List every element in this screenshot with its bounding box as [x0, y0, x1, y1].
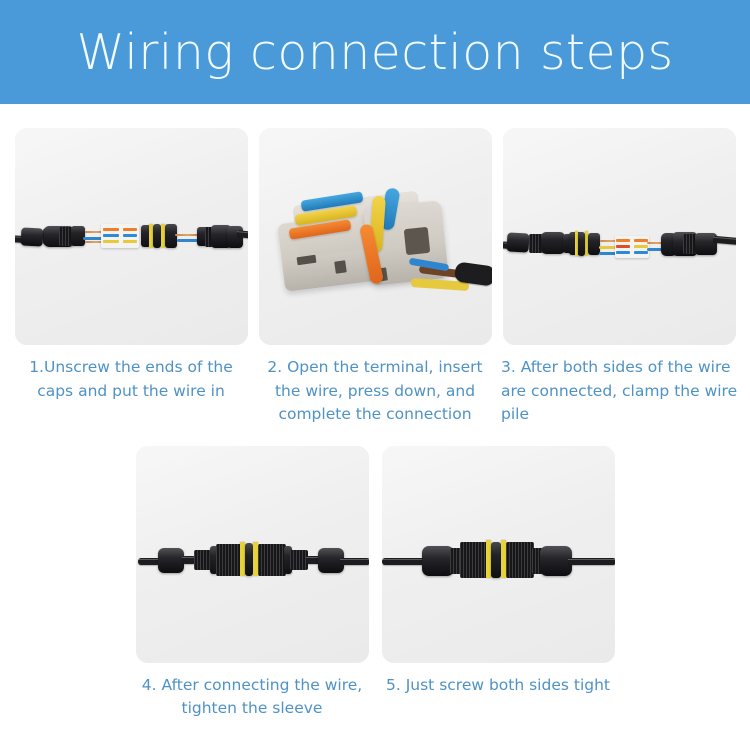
step-card-1: 1.Unscrew the ends of the caps and put t… [14, 128, 248, 427]
steps-area: 1.Unscrew the ends of the caps and put t… [0, 104, 750, 750]
step-5-photo [381, 445, 615, 663]
page-title: Wiring connection steps [76, 23, 674, 81]
connector-open-illustration [14, 128, 248, 345]
step-5-caption: 5. Just screw both sides tight [386, 675, 610, 694]
step-1-photo [14, 128, 248, 345]
step-card-3: 3. After both sides of the wire are conn… [501, 128, 737, 427]
step-3-photo [502, 128, 736, 345]
step-card-5: 5. Just screw both sides tight [381, 445, 615, 721]
connector-sleeve-illustration [136, 446, 369, 663]
step-4-caption: 4. After connecting the wire, tighten th… [141, 675, 363, 718]
step-2-photo [258, 128, 492, 345]
connector-tightened-illustration [381, 446, 615, 663]
step-1-caption: 1.Unscrew the ends of the caps and put t… [29, 358, 233, 400]
steps-row-2: 4. After connecting the wire, tighten th… [0, 427, 750, 721]
step-3-caption: 3. After both sides of the wire are conn… [501, 358, 738, 424]
steps-row-1: 1.Unscrew the ends of the caps and put t… [0, 104, 750, 427]
lever-connector-illustration [259, 128, 492, 345]
step-card-4: 4. After connecting the wire, tighten th… [135, 445, 369, 721]
page-header-banner: Wiring connection steps [0, 0, 750, 104]
step-2-caption: 2. Open the terminal, insert the wire, p… [267, 358, 483, 424]
step-4-photo [135, 445, 369, 663]
connector-both-sides-illustration [502, 128, 736, 345]
step-card-2: 2. Open the terminal, insert the wire, p… [258, 128, 492, 427]
